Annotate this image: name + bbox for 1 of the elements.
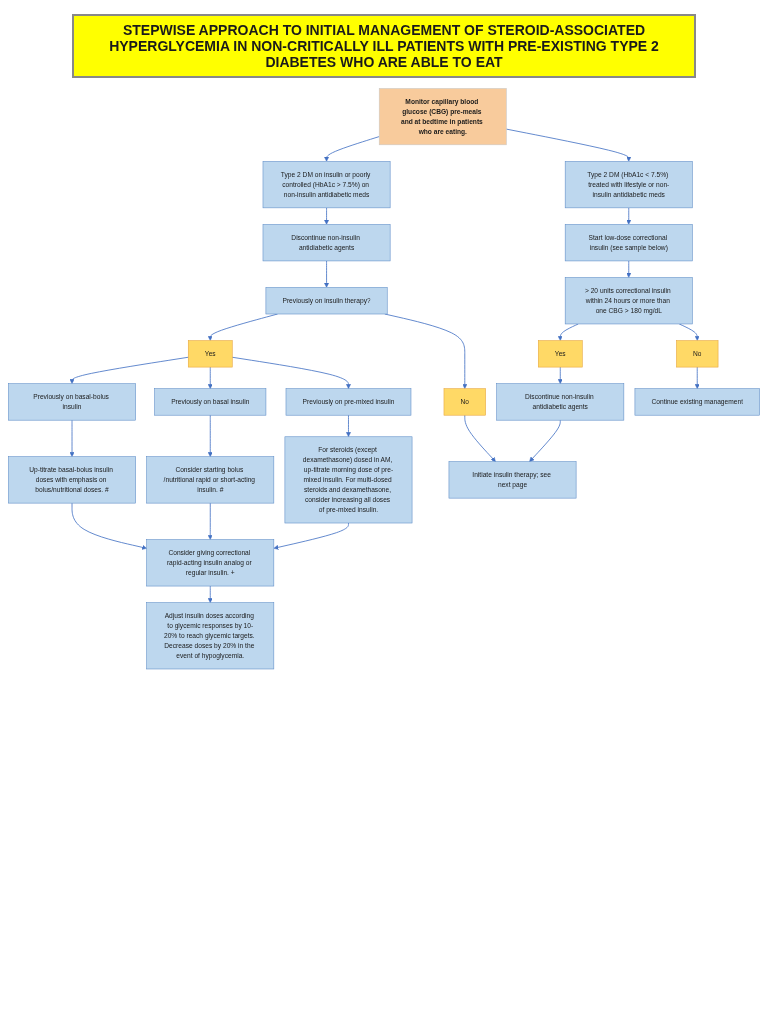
title-banner: STEPWISE APPROACH TO INITIAL MANAGEMENT OF STEROID-ASSOCIATED HYPERGLYCEMIA IN NON-CRITICALLY ILL PATIENTS WITH PRE-EXISTING TYPE 2 DIABETES WHO ARE ABLE TO EAT (72, 14, 696, 78)
